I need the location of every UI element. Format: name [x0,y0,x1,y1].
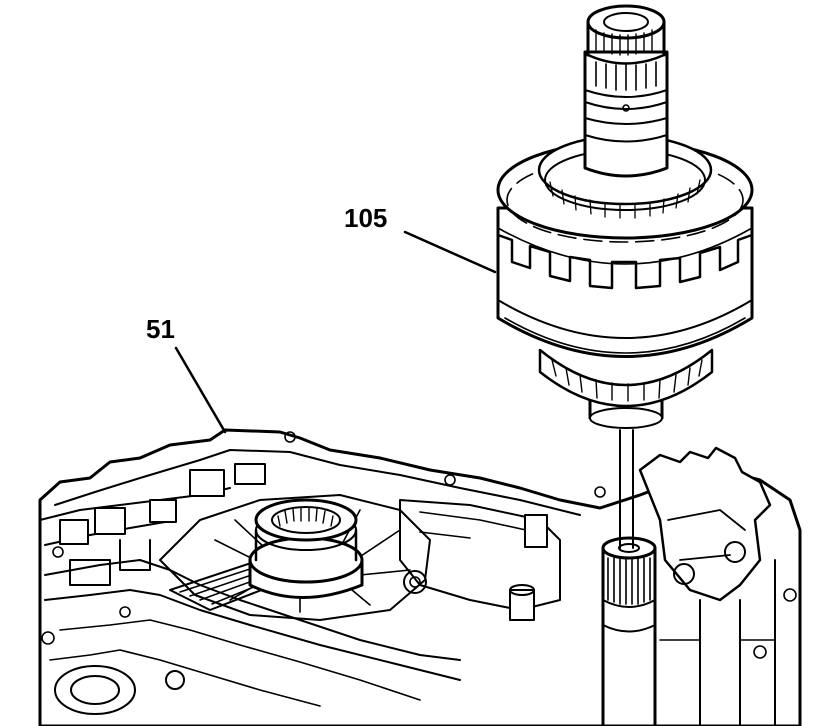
alignment-lines [619,429,634,549]
case-center-hub [159,494,431,621]
callout-105-label: 105 [344,203,388,233]
leader-line-105 [403,230,497,274]
input-shaft-and-support [601,446,797,726]
clutch-drum-assembly [496,4,754,429]
leader-line-51 [174,346,227,434]
callout-51-label: 51 [146,314,175,344]
